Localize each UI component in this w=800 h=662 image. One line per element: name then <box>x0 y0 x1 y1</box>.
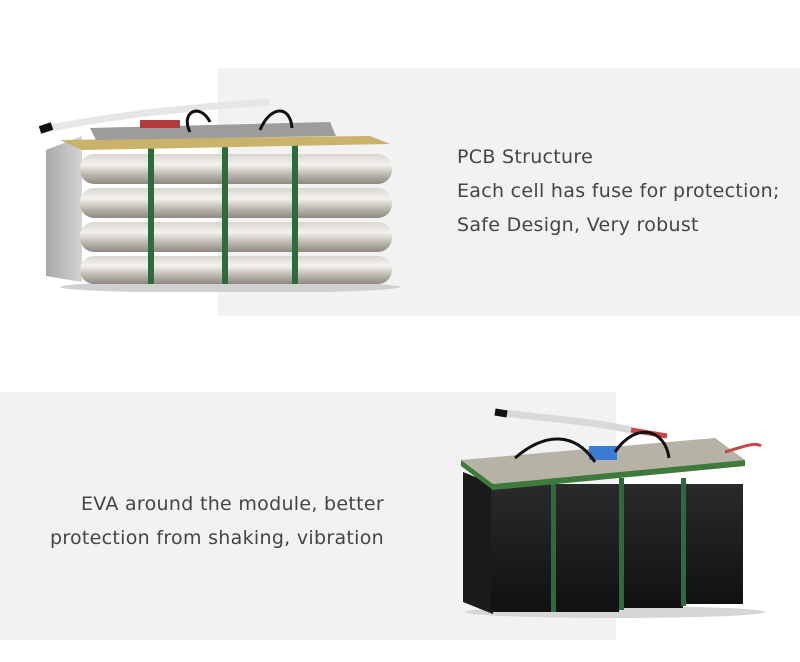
cylindrical-battery-pack-image <box>38 98 400 292</box>
eva-protection-description: EVA around the module, better protection… <box>50 487 384 555</box>
feature-line-fuse-protection: Each cell has fuse for protection; <box>457 180 780 202</box>
eva-wrapped-battery-module-image <box>461 408 765 618</box>
feature-line-shaking-vibration: protection from shaking, vibration <box>49 527 384 549</box>
pcb-structure-description: PCB Structure Each cell has fuse for pro… <box>457 140 780 242</box>
feature-line-pcb-structure: PCB Structure <box>457 146 594 168</box>
feature-line-eva-module: EVA around the module, better <box>80 493 384 515</box>
feature-line-safe-design: Safe Design, Very robust <box>457 214 699 236</box>
